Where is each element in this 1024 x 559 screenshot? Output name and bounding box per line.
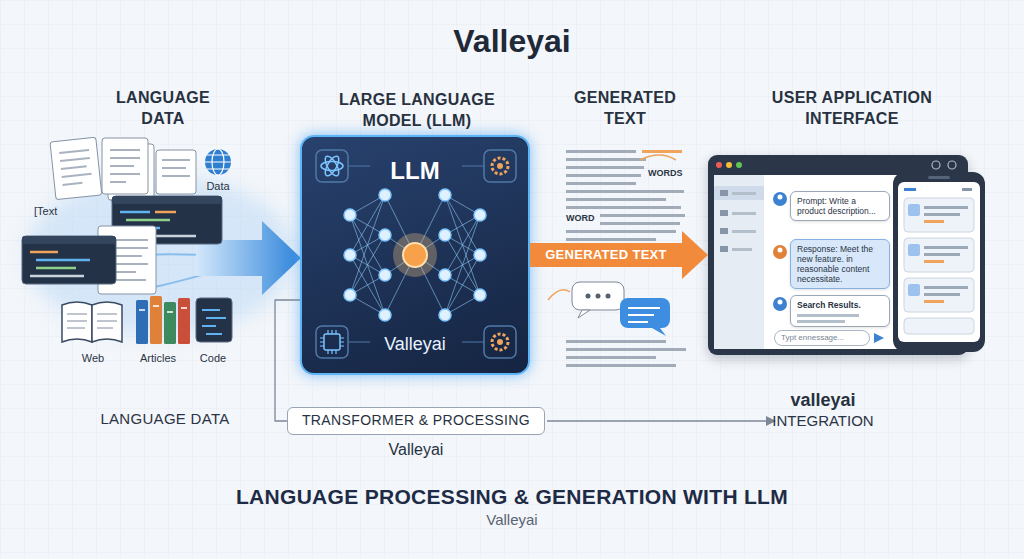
prompt-bubble: Prompt: Write a product description... (790, 191, 890, 221)
connector-line (275, 300, 300, 421)
section-label: INTEGRATION (743, 412, 903, 430)
response-bubble: Response: Meet the new feature. in reaso… (790, 239, 890, 289)
model-box: LARGE LANGUAGE MODEL (LLM)LLMValleyai (300, 135, 530, 375)
message-input: Typt ennessage... (774, 330, 870, 346)
diagram-caption: LANGUAGE PROCESSING & GENERATION WITH LL… (132, 484, 892, 510)
brand-label: valleyai (743, 390, 903, 411)
token-word: WORDS (648, 168, 698, 179)
edge-label: GENERATED TEXT (530, 243, 682, 267)
column-heading: USER APPLICATION INTERFACE (752, 87, 952, 129)
model-brand: Valleyai (302, 333, 528, 355)
section-label: LANGUAGE DATA (65, 410, 265, 428)
processing-box: TRANSFORMER & PROCESSINGValleyai (287, 407, 545, 435)
app-window: USER APPLICATION INTERFACEPrompt: Write … (708, 155, 968, 355)
source-label: Code (188, 352, 238, 365)
process-label: TRANSFORMER & PROCESSING (288, 408, 544, 433)
search-result-card: Search Results. (790, 295, 890, 327)
model-title: LLM (302, 157, 528, 185)
diagram-title: Valleyai (212, 22, 812, 60)
column-heading: GENERATED TEXT (555, 87, 695, 129)
chat-text: Prompt: Write a product description... (797, 196, 883, 216)
source-label: Articles (128, 352, 188, 365)
source-label: Data (193, 180, 243, 193)
source-label: Web (63, 352, 123, 365)
column-heading: LARGE LANGUAGE MODEL (LLM) (317, 89, 517, 131)
process-brand: Valleyai (288, 440, 544, 460)
column-heading: LANGUAGE DATA (93, 87, 233, 129)
source-label: [Text (34, 205, 84, 218)
caption-brand: Valleyai (412, 511, 612, 529)
token-word: WORD (566, 213, 606, 224)
chat-text: Search Results. (797, 300, 883, 310)
chat-text: Response: Meet the new feature. in reaso… (797, 244, 883, 284)
input-placeholder: Typt ennessage... (781, 331, 863, 345)
flow-arrow (530, 243, 682, 267)
